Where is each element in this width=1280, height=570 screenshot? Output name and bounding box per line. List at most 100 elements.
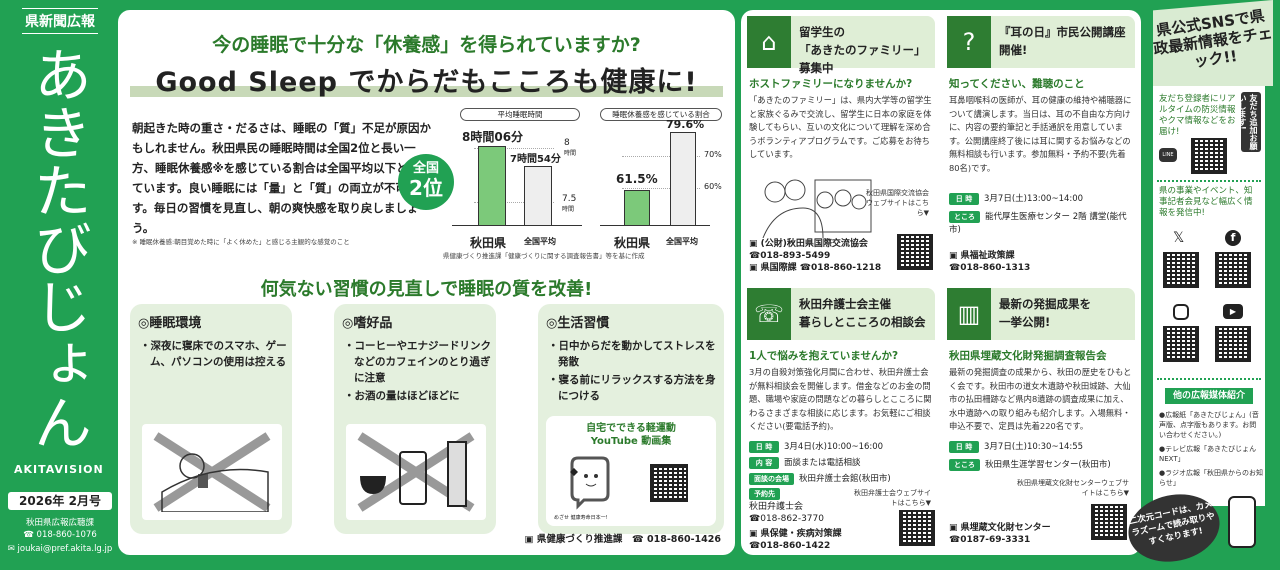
energy-drink-icon xyxy=(447,441,467,507)
chart-source: 県健康づくり推進課「健康づくりに関する調査報告書」等を基に作成 xyxy=(443,252,645,260)
event-place-row: ところ能代厚生医療センター 2階 講堂(能代市) xyxy=(949,211,1127,235)
sleep-article: 今の睡眠で十分な「休養感」を得られていますか? Good Sleep でからだも… xyxy=(118,10,735,555)
prohibited-x-icon xyxy=(153,432,271,512)
phone-in-bed-illustration xyxy=(142,424,282,520)
notice-header: ☏ 秋田弁護士会主催暮らしとこころの相談会 xyxy=(747,288,935,340)
reserve-tag: 予約先 xyxy=(749,488,785,500)
notice-legal-consultation: ☏ 秋田弁護士会主催暮らしとこころの相談会 1人で悩みを抱えていませんか? 3月… xyxy=(741,282,935,551)
notice-contact: ▣ 県埋蔵文化財センター☎0187-69-3331 xyxy=(949,523,1051,545)
divider xyxy=(1157,180,1261,182)
notice-title: 『耳の日』市民公開講座開催! xyxy=(999,25,1126,57)
gridline xyxy=(474,148,554,149)
chart-plot: 61.5% 79.6% 70% 60% xyxy=(600,118,728,234)
ytick-70: 70% xyxy=(704,150,722,159)
notice-contact: ▣ 県福祉政策課☎018-860-1313 xyxy=(949,251,1031,273)
youtube-icon[interactable]: ▶ xyxy=(1223,304,1243,319)
label-akita: 8時間06分 xyxy=(462,130,524,144)
sns-general-description: 県の事業やイベント、知事記者会見など幅広く情報を発信中! xyxy=(1159,186,1253,218)
list-item: コーヒーやエナジードリンクなどのカフェインのとり過ぎに注意 xyxy=(344,338,492,386)
card-title: ◎睡眠環境 xyxy=(138,316,202,331)
smartphone-icon xyxy=(1228,496,1256,548)
notice-title: 留学生の「あきたのファミリー」募集中 xyxy=(799,25,926,75)
beer-mug-icon xyxy=(399,451,427,505)
coffee-cup-icon xyxy=(360,476,386,494)
gridline xyxy=(622,188,700,189)
event-place-row: ところ秋田県生涯学習センター(秋田市) xyxy=(949,458,1111,471)
youtube-qr-code[interactable] xyxy=(1215,326,1251,362)
sleep-title: Good Sleep でからだもこころも健康に! xyxy=(130,60,723,99)
card-list: 日中からだを動かしてストレスを発散 寝る前にリラックスする方法を身につける xyxy=(548,338,720,406)
list-item: 寝る前にリラックスする方法を身につける xyxy=(548,372,720,404)
title-underline xyxy=(130,86,723,97)
x-qr-code[interactable] xyxy=(1163,252,1199,288)
issue-date: 2026年 2月号 xyxy=(8,492,112,510)
bar-national xyxy=(670,132,696,226)
mascot-icon xyxy=(570,456,610,510)
line-description: 友だち登録者にリアルタイムの防災情報やクマ情報などをお届け! xyxy=(1159,94,1236,137)
prohibited-x-icon xyxy=(357,432,475,512)
notice-header: ▥ 最新の発掘成果を一挙公開! xyxy=(947,288,1135,340)
mascot-caption: めざせ 健康寿命日本一! xyxy=(554,515,608,521)
xlabel-national: 全国平均 xyxy=(666,237,698,246)
label-akita: 61.5% xyxy=(616,172,658,186)
chart-title: 平均睡眠時間 xyxy=(460,108,580,121)
sleep-contact: ▣ 県健康づくり推進課 ☎ 018-860-1426 xyxy=(524,534,721,545)
youtube-qr-code[interactable] xyxy=(650,464,688,502)
sleep-lead-text: 朝起きた時の重さ・だるさは、睡眠の「質」不足が原因かもしれません。秋田県民の睡眠… xyxy=(132,121,431,235)
house-heart-icon: ⌂ xyxy=(747,16,791,68)
bar-akita xyxy=(624,190,650,226)
chart-title: 睡眠休養感を感じている割合 xyxy=(600,108,722,121)
notice-header: ? 『耳の日』市民公開講座開催! xyxy=(947,16,1135,68)
instagram-icon[interactable] xyxy=(1173,304,1189,320)
label-national: 7時間54分 xyxy=(510,154,561,165)
habits-heading: 何気ない習慣の見直しで睡眠の質を改善! xyxy=(260,279,593,300)
notice-host-family: ⌂ 留学生の「あきたのファミリー」募集中 ホストファミリーになりませんか? 「あ… xyxy=(741,10,935,275)
notice-body: 3月の自殺対策強化月間に合わせ、秋田弁護士会が無料相談会を開催します。借金などの… xyxy=(749,367,932,431)
x-twitter-icon[interactable]: 𝕏 xyxy=(1173,230,1185,246)
card-list: コーヒーやエナジードリンクなどのカフェインのとり過ぎに注意 お酒の量はほどほどに xyxy=(344,338,492,406)
notice-excavation-report: ▥ 最新の発掘成果を一挙公開! 秋田県埋蔵文化財発掘調査報告会 最新の発掘調査の… xyxy=(941,282,1135,547)
web-link-label: 秋田県埋蔵文化財センターウェブサイトはこちら▼ xyxy=(1017,479,1129,497)
notice-title: 秋田弁護士会主催暮らしとこころの相談会 xyxy=(799,297,926,329)
card-list: 深夜に寝床でのスマホ、ゲーム、パソコンの使用は控える xyxy=(140,338,288,372)
publisher-email[interactable]: ✉ joukai@pref.akita.lg.jp xyxy=(7,544,113,554)
instagram-qr-code[interactable] xyxy=(1163,326,1199,362)
ear-icon: ? xyxy=(947,16,991,68)
web-link-label: 秋田弁護士会ウェブサイトはこちら▼ xyxy=(854,489,931,507)
notice-title: 最新の発掘成果を一挙公開! xyxy=(999,297,1091,329)
sns-header: 県公式SNSで県政最新情報をチェック!! xyxy=(1153,0,1273,86)
other-media-heading: 他の広報媒体紹介 xyxy=(1165,388,1253,404)
gridline xyxy=(622,156,700,157)
legal-qr-code[interactable] xyxy=(899,510,935,546)
line-qr-code[interactable] xyxy=(1191,138,1227,174)
line-add-friend-bubble: 友だち追加お願いします! xyxy=(1238,92,1261,152)
masthead-kicker: 県新聞広報 xyxy=(22,8,98,34)
xlabel-akita: 秋田県 xyxy=(470,236,507,250)
notice-body: 最新の発掘調査の成果から、秋田の歴史をひもとく会です。秋田市の道女木遺跡や秋田城… xyxy=(949,367,1132,431)
facebook-qr-code[interactable] xyxy=(1215,252,1251,288)
phone-chat-icon: ☏ xyxy=(747,288,791,340)
card-lifestyle: ◎生活習慣 日中からだを動かしてストレスを発散 寝る前にリラックスする方法を身に… xyxy=(538,304,724,534)
notice-contact: ▣ (公財)秋田県国際交流協会☎018-893-5499▣ 県国際課 ☎018-… xyxy=(749,239,882,273)
notice-body: 「あきたのファミリー」は、県内大学等の留学生と家族ぐるみで交流し、留学生に日本の… xyxy=(749,95,932,159)
web-link-label: 秋田県国際交流協会ウェブサイトはこちら▼ xyxy=(866,189,929,217)
bar-national xyxy=(524,166,552,226)
divider xyxy=(1157,378,1261,380)
publisher-dept: 秋田県広報広聴課 xyxy=(25,518,94,528)
notice-body: 耳鼻咽喉科の医師が、耳の健康の維持や補聴器について講演します。当日は、耳の不自由… xyxy=(949,95,1132,173)
line-icon[interactable]: LINE xyxy=(1159,148,1177,162)
card-title: ◎嗜好品 xyxy=(342,316,393,331)
facebook-icon[interactable]: f xyxy=(1225,230,1241,246)
dig-qr-code[interactable] xyxy=(1091,504,1127,540)
drinks-illustration xyxy=(346,424,486,520)
x-axis xyxy=(452,224,582,226)
ytick-60: 60% xyxy=(704,182,722,191)
family-qr-code[interactable] xyxy=(897,234,933,270)
